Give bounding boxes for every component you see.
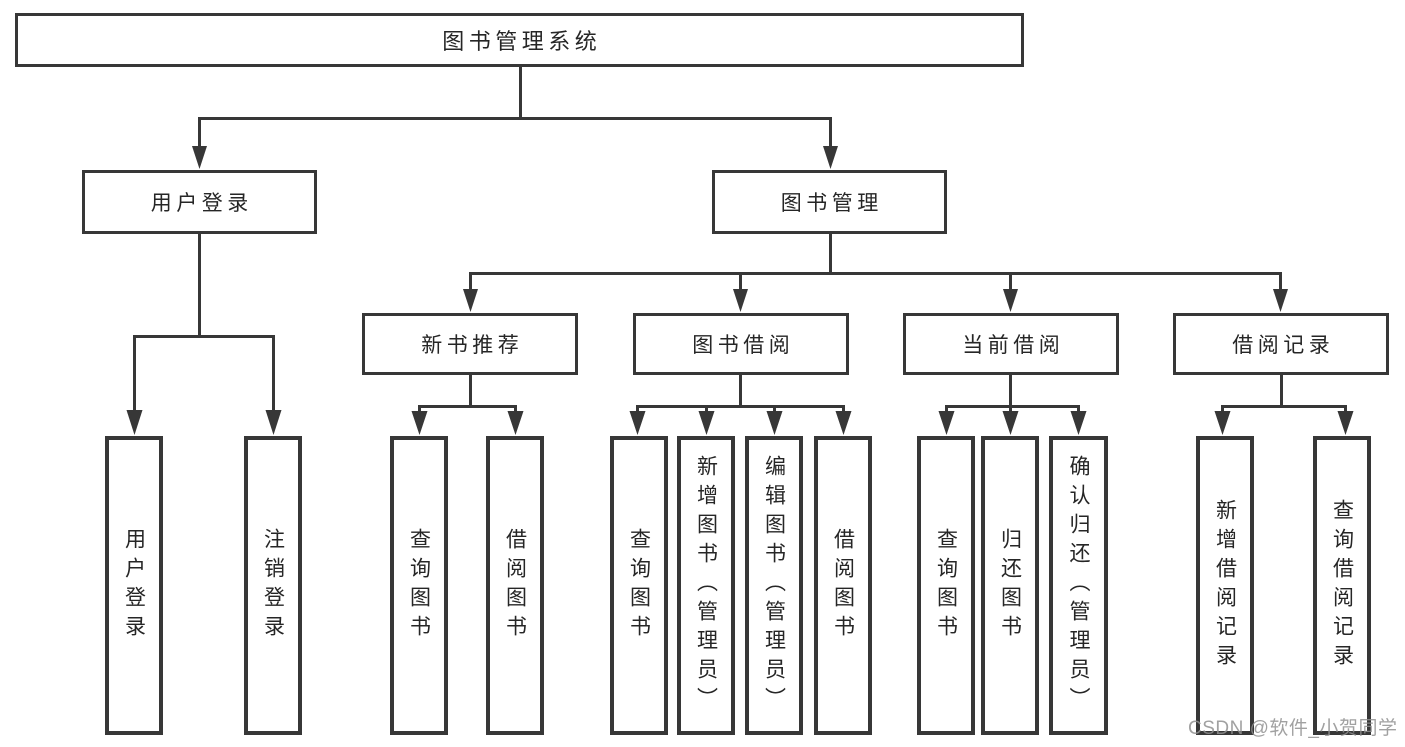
node-current-borrow: 当前借阅 [903, 313, 1119, 375]
leaf-label: 借阅图书 [503, 527, 527, 644]
leaf-label: 编辑图书（管理员） [762, 455, 786, 716]
leaf-query-books-borrow: 查询图书 [610, 436, 668, 735]
leaf-label: 归还图书 [998, 527, 1022, 644]
leaf-label: 查询图书 [627, 527, 651, 644]
node-book-management: 图书管理 [712, 170, 947, 234]
leaf-label: 新增借阅记录 [1213, 498, 1237, 673]
node-new-book-recommend: 新书推荐 [362, 313, 578, 375]
leaf-label: 确认归还（管理员） [1067, 455, 1090, 716]
node-label: 用户登录 [150, 192, 253, 215]
leaf-user-login: 用户登录 [105, 436, 163, 735]
leaf-add-borrow-record: 新增借阅记录 [1196, 436, 1254, 735]
node-book-borrow: 图书借阅 [633, 313, 849, 375]
leaf-label: 用户登录 [122, 527, 146, 644]
node-label: 图书借阅 [692, 334, 795, 357]
node-library-management-system: 图书管理系统 [15, 13, 1024, 67]
leaf-confirm-return-admin: 确认归还（管理员） [1049, 436, 1108, 735]
leaf-logout: 注销登录 [244, 436, 302, 735]
leaf-add-book-admin: 新增图书（管理员） [677, 436, 735, 735]
leaf-return-book: 归还图书 [981, 436, 1039, 735]
leaf-query-books-current: 查询图书 [917, 436, 975, 735]
node-label: 图书管理系统 [442, 29, 602, 54]
csdn-watermark: CSDN @软件_小贺同学 [1188, 718, 1398, 739]
leaf-label: 查询借阅记录 [1330, 498, 1354, 673]
node-label: 图书管理 [780, 192, 883, 215]
leaf-borrow-books-recommend: 借阅图书 [486, 436, 544, 735]
node-label: 当前借阅 [962, 334, 1065, 357]
node-user-login: 用户登录 [82, 170, 317, 234]
leaf-query-borrow-record: 查询借阅记录 [1313, 436, 1371, 735]
leaf-label: 注销登录 [261, 527, 285, 644]
node-label: 新书推荐 [421, 334, 524, 357]
node-label: 借阅记录 [1232, 334, 1335, 357]
leaf-borrow-books: 借阅图书 [814, 436, 872, 735]
leaf-label: 新增图书（管理员） [694, 455, 718, 716]
leaf-query-books-recommend: 查询图书 [390, 436, 448, 735]
leaf-edit-book-admin: 编辑图书（管理员） [745, 436, 803, 735]
node-borrow-records: 借阅记录 [1173, 313, 1389, 375]
leaf-label: 借阅图书 [831, 527, 855, 644]
leaf-label: 查询图书 [934, 527, 958, 644]
leaf-label: 查询图书 [407, 527, 431, 644]
